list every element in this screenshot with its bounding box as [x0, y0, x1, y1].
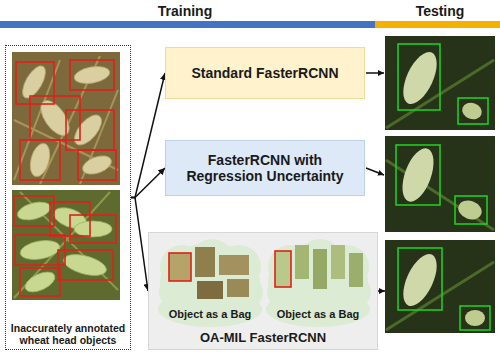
testing-bar	[375, 21, 500, 28]
object-crop	[169, 253, 191, 281]
node-label: OA-MIL FasterRCNN	[200, 331, 326, 346]
object-crop	[195, 247, 215, 277]
test-photo	[385, 136, 495, 232]
wheat-photo	[12, 52, 120, 185]
arrow-connector	[131, 168, 165, 198]
method-box: FasterRCNN with Regression Uncertainty	[165, 140, 365, 196]
annotation-panel: Inaccurately annotated wheat head object…	[5, 45, 131, 350]
training-bar	[0, 21, 375, 28]
phase-label: Testing	[390, 3, 490, 19]
node-label: Inaccurately annotated wheat head object…	[8, 322, 128, 346]
object-crop	[331, 245, 345, 279]
arrow-connector	[131, 73, 165, 198]
object-crop	[219, 255, 249, 275]
object-crop	[227, 279, 249, 297]
object-crop	[197, 281, 223, 299]
bag-cloud: Object as a Bag	[265, 237, 371, 329]
object-crop	[313, 249, 327, 289]
wheat-photo	[12, 190, 120, 300]
bag-label: Object as a Bag	[277, 308, 360, 321]
arrow-connector	[131, 198, 148, 292]
method-box: OA-MIL FasterRCNN Object as a Bag Object a…	[148, 232, 378, 350]
node-label: FasterRCNN with Regression Uncertainty	[174, 152, 356, 184]
object-crop	[349, 253, 363, 287]
test-photo	[385, 240, 495, 333]
bag-label: Object as a Bag	[169, 308, 252, 321]
phase-label: Training	[110, 3, 260, 19]
node-label: Standard FasterRCNN	[191, 65, 338, 81]
method-box: Standard FasterRCNN	[165, 47, 365, 99]
object-crop	[295, 245, 309, 279]
bag-cloud: Object as a Bag	[157, 237, 263, 329]
object-crop	[275, 251, 291, 287]
test-photo	[385, 36, 495, 130]
